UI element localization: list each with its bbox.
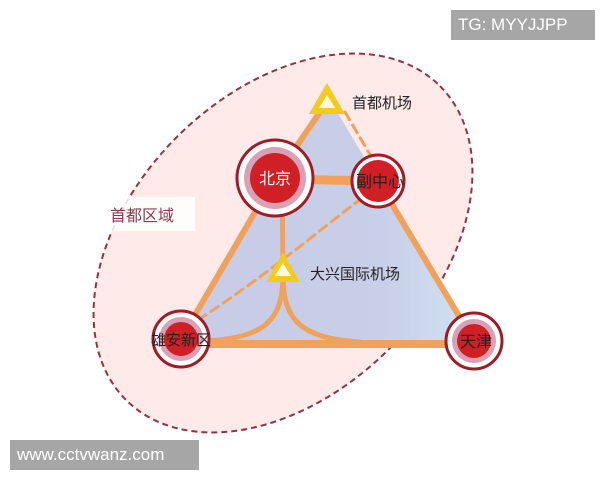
xiongan-label: 雄安新区 (151, 331, 211, 349)
beijing-label: 北京 (259, 169, 291, 188)
capital-airport-label: 首都机场 (352, 94, 412, 112)
tianjin-node (444, 311, 504, 371)
capital-airport-icon (309, 83, 345, 114)
dashed-link-fuzhongxin-xiongan (193, 196, 364, 324)
fuzhongxin-node (350, 153, 406, 209)
daxing-airport-label: 大兴国际机场 (310, 265, 400, 283)
watermark-bottom: www.cctvwanz.com (10, 440, 199, 470)
link-fuzhongxin-tianjin (375, 178, 477, 344)
xiongan-node (151, 309, 211, 369)
fuzhongxin-label: 副中心 (356, 172, 404, 191)
region-label-bg (103, 197, 195, 231)
watermark-top: TG: MYYJJPP (451, 10, 595, 40)
beijing-node (235, 138, 315, 218)
dashed-link-airport-fuzhongxin (343, 110, 377, 165)
tianjin-label: 天津 (460, 332, 492, 351)
daxing-airport-icon (266, 252, 300, 282)
region-label: 首都区域 (110, 206, 174, 225)
link-daxing-tianjin (280, 272, 363, 345)
